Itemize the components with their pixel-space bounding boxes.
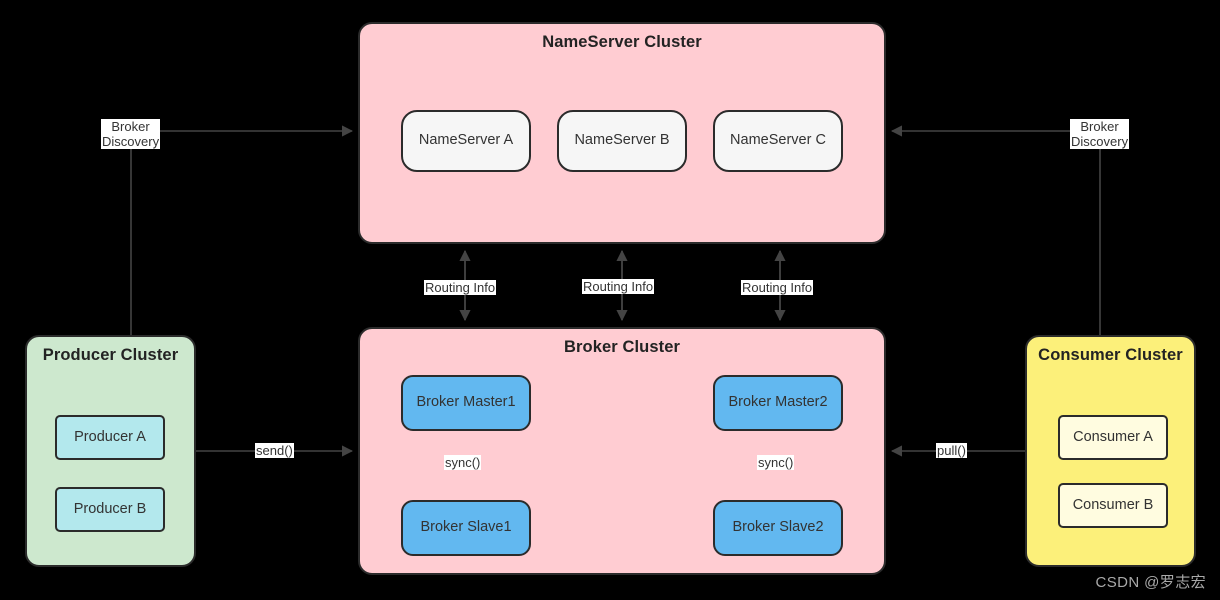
edge-label-routing-info-3: Routing Info [741,280,814,295]
node-producer-a[interactable]: Producer A [55,415,165,460]
producer-cluster-title: Producer Cluster [42,346,179,364]
edge-label-routing-info-2: Routing Info [582,279,655,294]
node-broker-master2[interactable]: Broker Master2 [713,375,843,431]
nameserver-cluster-title: NameServer Cluster [542,33,702,51]
node-nameserver-b[interactable]: NameServer B [557,110,687,172]
node-nameserver-c[interactable]: NameServer C [713,110,843,172]
edge-producer-to-nameserver [130,125,354,335]
node-broker-slave2[interactable]: Broker Slave2 [713,500,843,556]
edge-consumer-to-nameserver [890,125,1101,335]
consumer-cluster-title: Consumer Cluster [1038,346,1183,364]
edge-label-broker-discovery-right: Broker Discovery [1070,119,1130,149]
edge-label-routing-info-1: Routing Info [424,280,497,295]
node-nameserver-a[interactable]: NameServer A [401,110,531,172]
edge-label-broker-discovery-left: Broker Discovery [101,119,161,149]
node-producer-b[interactable]: Producer B [55,487,165,532]
node-consumer-b[interactable]: Consumer B [1058,483,1168,528]
node-broker-master1[interactable]: Broker Master1 [401,375,531,431]
edge-label-pull: pull() [936,443,967,458]
node-broker-slave1[interactable]: Broker Slave1 [401,500,531,556]
edge-label-send: send() [255,443,294,458]
edge-label-sync-1: sync() [444,455,482,470]
edge-label-sync-2: sync() [757,455,795,470]
broker-cluster-title: Broker Cluster [563,338,681,356]
node-consumer-a[interactable]: Consumer A [1058,415,1168,460]
watermark: CSDN @罗志宏 [1095,574,1206,591]
